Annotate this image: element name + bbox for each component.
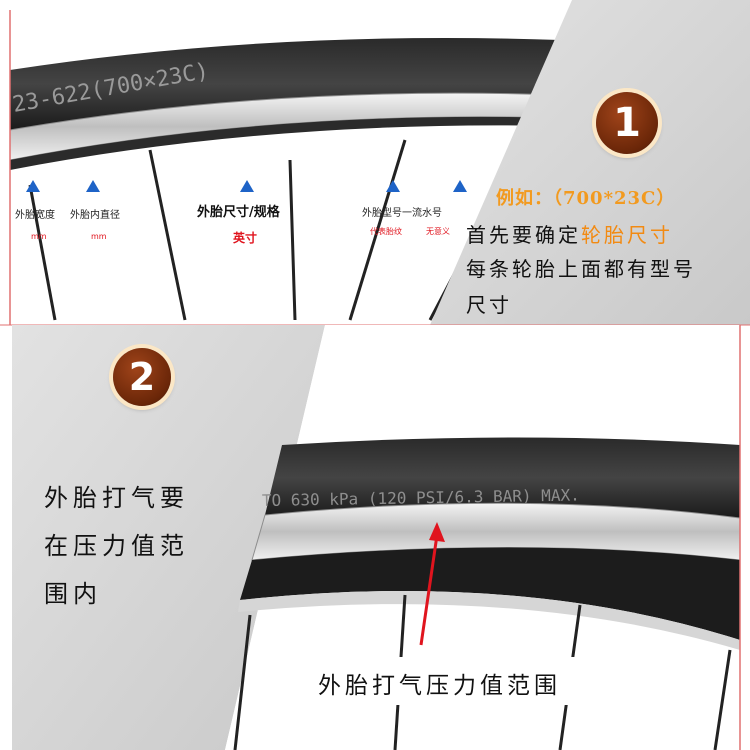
instruction-line-1: 首先要确定轮胎尺寸 [466, 219, 673, 248]
marker-triangle [86, 180, 100, 192]
rim-highlight-2 [238, 591, 740, 650]
pressure-instruction-line-1: 外胎打气要 [44, 484, 189, 512]
spoke [713, 649, 732, 750]
label-tire-size-spec: 外胎尺寸/规格 [197, 205, 280, 220]
pressure-instruction-line-2: 在压力值范 [44, 532, 189, 560]
unit-diameter: mm [91, 232, 107, 241]
caption-box [298, 657, 632, 705]
spoke [148, 149, 187, 321]
unit-size: 英寸 [233, 231, 258, 245]
spoke [233, 614, 252, 750]
instruction-line-2: 每条轮胎上面都有型号 [466, 257, 696, 281]
step-1-badge: 1 [596, 92, 658, 154]
pressure-instruction-line-3: 围内 [44, 580, 102, 608]
label-tire-width: 外胎宽度 [15, 210, 55, 221]
section1-gray-panel [430, 0, 750, 325]
unit-width: mm [31, 232, 47, 241]
marker-triangle [26, 180, 40, 192]
instruction-line-1-prefix: 首先要确定 [466, 223, 581, 247]
marker-triangle [240, 180, 254, 192]
spoke [28, 184, 57, 321]
tread-code-note: 代表胎纹 [370, 227, 402, 236]
pressure-range-caption: 外胎打气压力值范围 [318, 673, 561, 699]
spoke [348, 139, 407, 321]
pressure-arrow-head [429, 522, 445, 542]
serial-note: 无意义 [426, 227, 450, 236]
marker-triangle [386, 180, 400, 192]
spoke [288, 159, 297, 321]
section1-photo [9, 10, 561, 325]
example-size: 例如：（700*23C） [496, 188, 676, 209]
instruction-line-1-highlight: 轮胎尺寸 [581, 223, 673, 247]
instruction-line-3: 尺寸 [466, 293, 512, 317]
rim-inner-edge [10, 116, 560, 170]
step-2-badge: 2 [113, 348, 171, 406]
marker-triangle [453, 180, 467, 192]
section2-photo [225, 325, 741, 750]
label-rim-inner-diameter: 外胎内直径 [70, 210, 120, 221]
rim-inner-2 [240, 547, 740, 640]
label-model-serial: 外胎型号一流水号 [362, 208, 442, 219]
tire-sidewall [10, 38, 560, 130]
tire-sidewall-2 [265, 437, 740, 518]
pressure-arrow-shaft [419, 534, 439, 646]
